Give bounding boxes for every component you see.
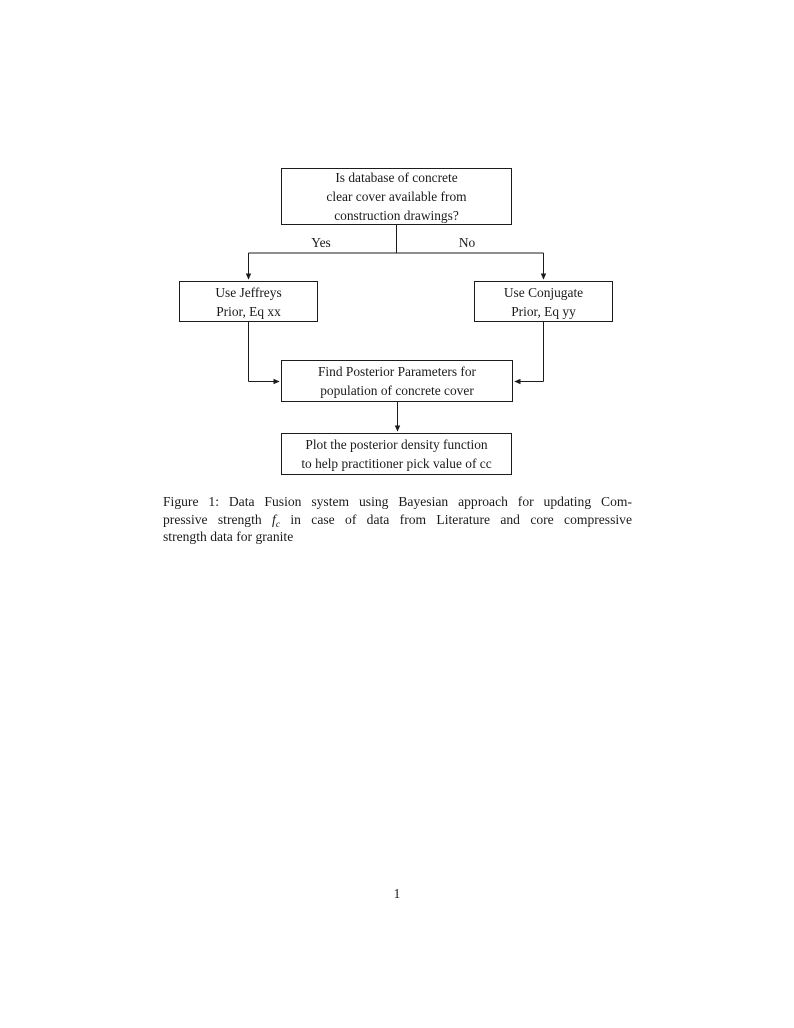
figure-caption: Figure 1: Data Fusion system using Bayes…	[163, 493, 632, 546]
node-text-line: construction drawings?	[334, 208, 459, 223]
node-text-line: population of concrete cover	[320, 383, 474, 398]
node-text-line: Plot the posterior density function	[305, 437, 488, 452]
node-text-line: to help practitioner pick value of cc	[301, 456, 492, 471]
flowchart-node-question: Is database of concrete clear cover avai…	[281, 168, 512, 225]
node-text-line: Is database of concrete	[335, 170, 458, 185]
math-fc-symbol: fc	[272, 511, 281, 530]
flowchart-node-jeffreys-prior: Use Jeffreys Prior, Eq xx	[179, 281, 318, 322]
node-text-line: Prior, Eq xx	[216, 303, 281, 319]
node-text-line: Prior, Eq yy	[511, 303, 576, 319]
caption-line-2: pressive strength fc in case of data fro…	[163, 511, 632, 530]
edge-label-no: No	[458, 235, 476, 250]
page-number: 1	[393, 886, 401, 901]
edge-label-yes: Yes	[311, 235, 331, 250]
flowchart-node-posterior-parameters: Find Posterior Parameters for population…	[281, 360, 513, 402]
caption-line-1: Figure 1: Data Fusion system using Bayes…	[163, 494, 632, 509]
flowchart-node-conjugate-prior: Use Conjugate Prior, Eq yy	[474, 281, 613, 322]
caption-line-3: strength data for granite	[163, 529, 294, 545]
flowchart-node-plot-density: Plot the posterior density function to h…	[281, 433, 512, 475]
node-text-line: Use Jeffreys	[215, 284, 282, 300]
node-text-line: Find Posterior Parameters for	[317, 364, 477, 379]
node-text-line: clear cover available from	[326, 189, 467, 204]
node-text-line: Use Conjugate	[503, 284, 584, 300]
